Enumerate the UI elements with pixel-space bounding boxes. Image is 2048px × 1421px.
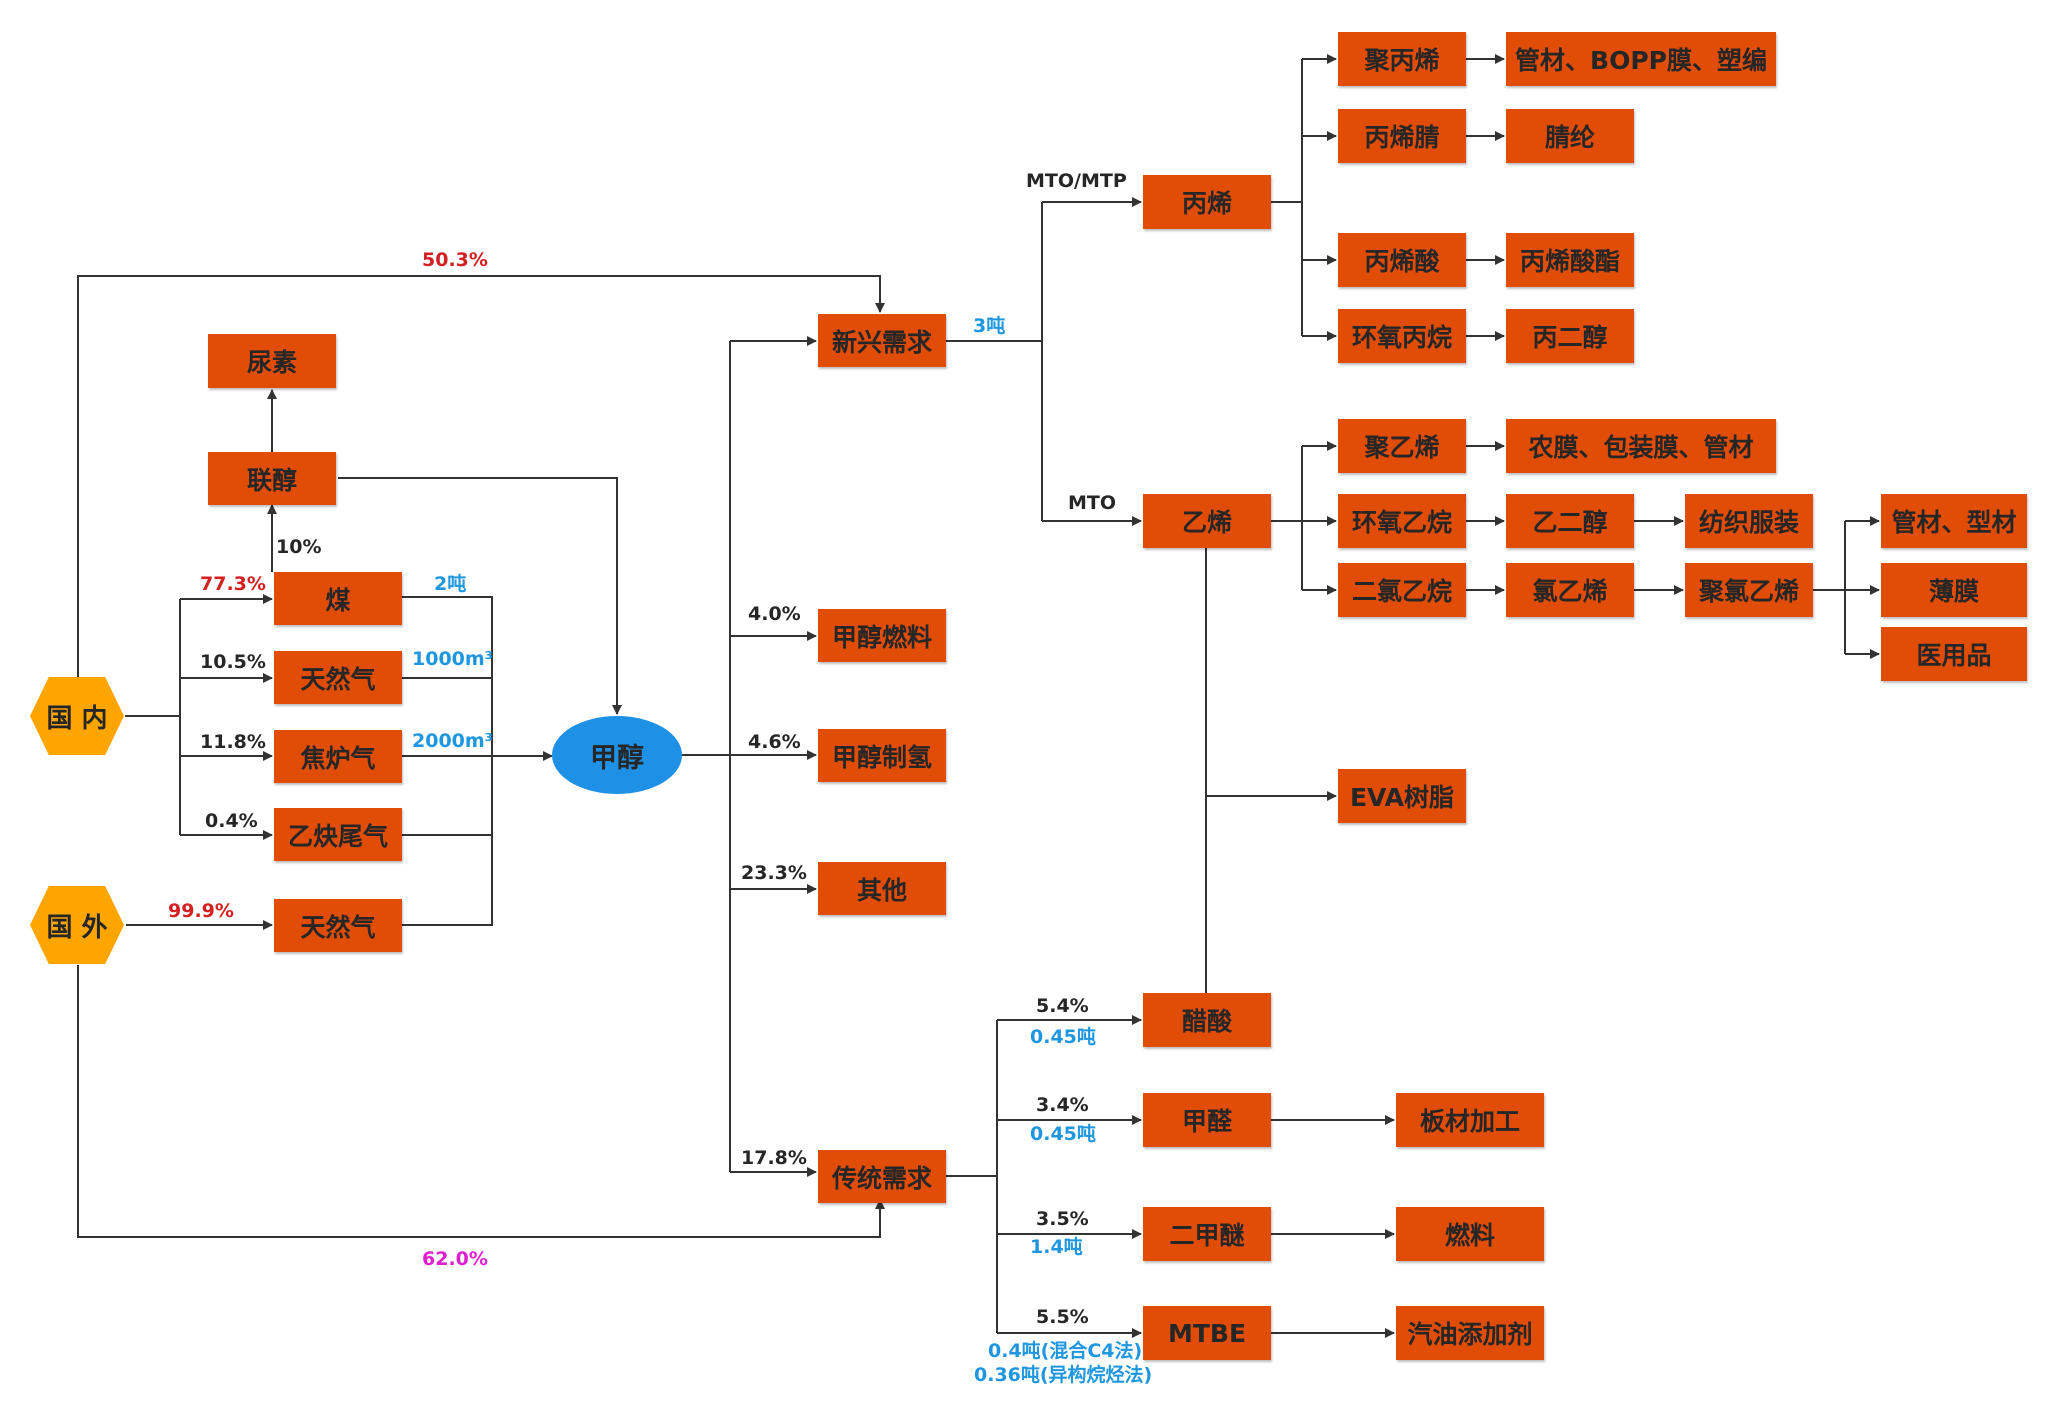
label-mtbe-ratio-isoalkane: 0.36吨(异构烷烃法)	[974, 1364, 1153, 1386]
medical-node: 医用品	[1881, 627, 2027, 681]
label-coal-ratio: 2吨	[434, 573, 467, 595]
acrylic-acid-node: 丙烯酸	[1338, 233, 1466, 287]
board-processing-node: 板材加工	[1396, 1093, 1544, 1147]
label-formaldehyde-share: 3.4%	[1036, 1094, 1089, 1116]
mtbe-node: MTBE	[1143, 1306, 1271, 1360]
propylene-node: 丙烯	[1143, 175, 1271, 229]
natural-gas-domestic-node: 天然气	[274, 651, 402, 704]
methanol-hydrogen-node: 甲醇制氢	[818, 729, 946, 782]
label-coke-gas-ratio: 2000m³	[412, 730, 494, 752]
formaldehyde-node: 甲醛	[1143, 1093, 1271, 1147]
label-acetic-ratio: 0.45吨	[1030, 1026, 1096, 1048]
eva-resin-node: EVA树脂	[1338, 769, 1466, 823]
film-node: 薄膜	[1881, 563, 2027, 617]
label-mtbe-share: 5.5%	[1036, 1306, 1089, 1328]
dme-node: 二甲醚	[1143, 1207, 1271, 1261]
label-foreign-gas-share: 99.9%	[168, 900, 234, 922]
pipes-profiles-node: 管材、型材	[1881, 494, 2027, 548]
pp-products-node: 管材、BOPP膜、塑编	[1506, 32, 1776, 86]
label-hydrogen-share: 4.6%	[748, 731, 801, 753]
polypropylene-node: 聚丙烯	[1338, 32, 1466, 86]
acrylate-node: 丙烯酸酯	[1506, 233, 1634, 287]
acetic-acid-node: 醋酸	[1143, 993, 1271, 1047]
label-methanol-fuel-share: 4.0%	[748, 603, 801, 625]
label-dme-share: 3.5%	[1036, 1208, 1089, 1230]
acetylene-tail-gas-node: 乙炔尾气	[274, 808, 402, 861]
acrylonitrile-node: 丙烯腈	[1338, 109, 1466, 163]
coal-node: 煤	[274, 572, 402, 625]
label-domestic-to-emerging: 50.3%	[422, 249, 488, 271]
label-other-share: 23.3%	[741, 862, 807, 884]
pvc-node: 聚氯乙烯	[1685, 563, 1813, 617]
label-coke-gas-share: 11.8%	[200, 731, 266, 753]
label-coal-share: 77.3%	[200, 573, 266, 595]
polyethylene-node: 聚乙烯	[1338, 419, 1466, 473]
other-node: 其他	[818, 862, 946, 915]
dichloroethane-node: 二氯乙烷	[1338, 563, 1466, 617]
ethylene-glycol-node: 乙二醇	[1506, 494, 1634, 548]
label-natural-gas-ratio: 1000m³	[412, 648, 494, 670]
ethylene-node: 乙烯	[1143, 494, 1271, 548]
pe-products-node: 农膜、包装膜、管材	[1506, 419, 1776, 473]
label-acetylene-share: 0.4%	[205, 810, 258, 832]
label-emerging-ratio: 3吨	[973, 315, 1006, 337]
label-acetic-share: 5.4%	[1036, 995, 1089, 1017]
label-natural-gas-share: 10.5%	[200, 651, 266, 673]
fuel-node: 燃料	[1396, 1207, 1544, 1261]
textile-apparel-node: 纺织服装	[1685, 494, 1813, 548]
foreign-source-node: 国 外	[30, 886, 124, 964]
domestic-source-node: 国 内	[30, 677, 124, 755]
label-dme-ratio: 1.4吨	[1030, 1236, 1083, 1258]
methanol-fuel-node: 甲醇燃料	[818, 609, 946, 662]
ethylene-oxide-node: 环氧乙烷	[1338, 494, 1466, 548]
urea-node: 尿素	[208, 334, 336, 388]
label-coal-to-coproduct: 10%	[276, 536, 322, 558]
label-formaldehyde-ratio: 0.45吨	[1030, 1123, 1096, 1145]
label-traditional-share: 17.8%	[741, 1147, 807, 1169]
propylene-oxide-node: 环氧丙烷	[1338, 309, 1466, 363]
propylene-glycol-node: 丙二醇	[1506, 309, 1634, 363]
acrylic-fiber-node: 腈纶	[1506, 109, 1634, 163]
emerging-demand-node: 新兴需求	[818, 314, 946, 367]
coproduct-alcohol-node: 联醇	[208, 452, 336, 505]
gasoline-additive-node: 汽油添加剂	[1396, 1306, 1544, 1360]
traditional-demand-node: 传统需求	[818, 1150, 946, 1203]
natural-gas-foreign-node: 天然气	[274, 899, 402, 952]
label-mtbe-ratio-mixed-c4: 0.4吨(混合C4法)	[988, 1340, 1143, 1362]
vinyl-chloride-node: 氯乙烯	[1506, 563, 1634, 617]
label-mto: MTO	[1068, 492, 1117, 514]
coke-oven-gas-node: 焦炉气	[274, 730, 402, 783]
label-foreign-to-traditional: 62.0%	[422, 1248, 488, 1270]
label-mto-mtp: MTO/MTP	[1026, 170, 1127, 192]
methanol-node: 甲醇	[552, 716, 682, 794]
